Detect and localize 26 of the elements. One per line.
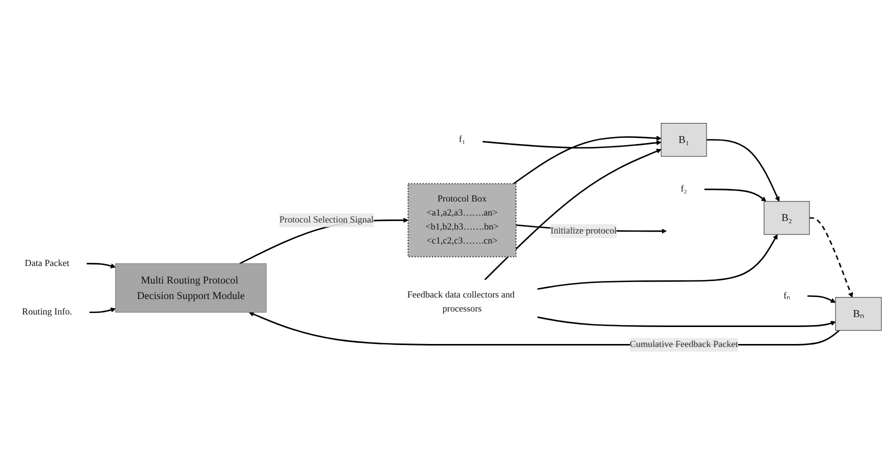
node-text: Routing Info.: [22, 307, 72, 317]
arrow: [706, 139, 780, 202]
arrow: [89, 307, 116, 314]
node-box: B₁: [660, 122, 707, 157]
node-box: B₂: [764, 201, 810, 235]
arrow: [537, 234, 778, 290]
arrow: [704, 188, 766, 202]
arrow: [248, 312, 840, 346]
node-box: Multi Routing Protocol Decision Support Module: [115, 263, 267, 313]
arrow: [484, 148, 662, 280]
arrow: [482, 140, 662, 149]
arrow: [86, 262, 116, 268]
arrow: [537, 316, 836, 327]
arrow: [807, 295, 836, 303]
node-box: Protocol Box <a1,a2,a3…….an> <b1,b2,b3…….bn> <c1,c2,c3…….cn>: [408, 183, 517, 258]
node-text: fₙ: [783, 290, 790, 301]
arrow: [513, 136, 662, 184]
arrow: [809, 217, 854, 298]
node-text: f₁: [458, 134, 466, 144]
edge-label: Initialize protocol: [550, 226, 617, 236]
edge-label: Cumulative Feedback Packet: [630, 340, 738, 350]
node-text: f₂: [680, 184, 688, 194]
node-text: Feedback data collectors and processors: [407, 290, 515, 314]
node-text: Data Packet: [24, 258, 70, 268]
node-box: Bₙ: [835, 297, 882, 331]
edge-label: Protocol Selection Signal: [279, 215, 374, 225]
